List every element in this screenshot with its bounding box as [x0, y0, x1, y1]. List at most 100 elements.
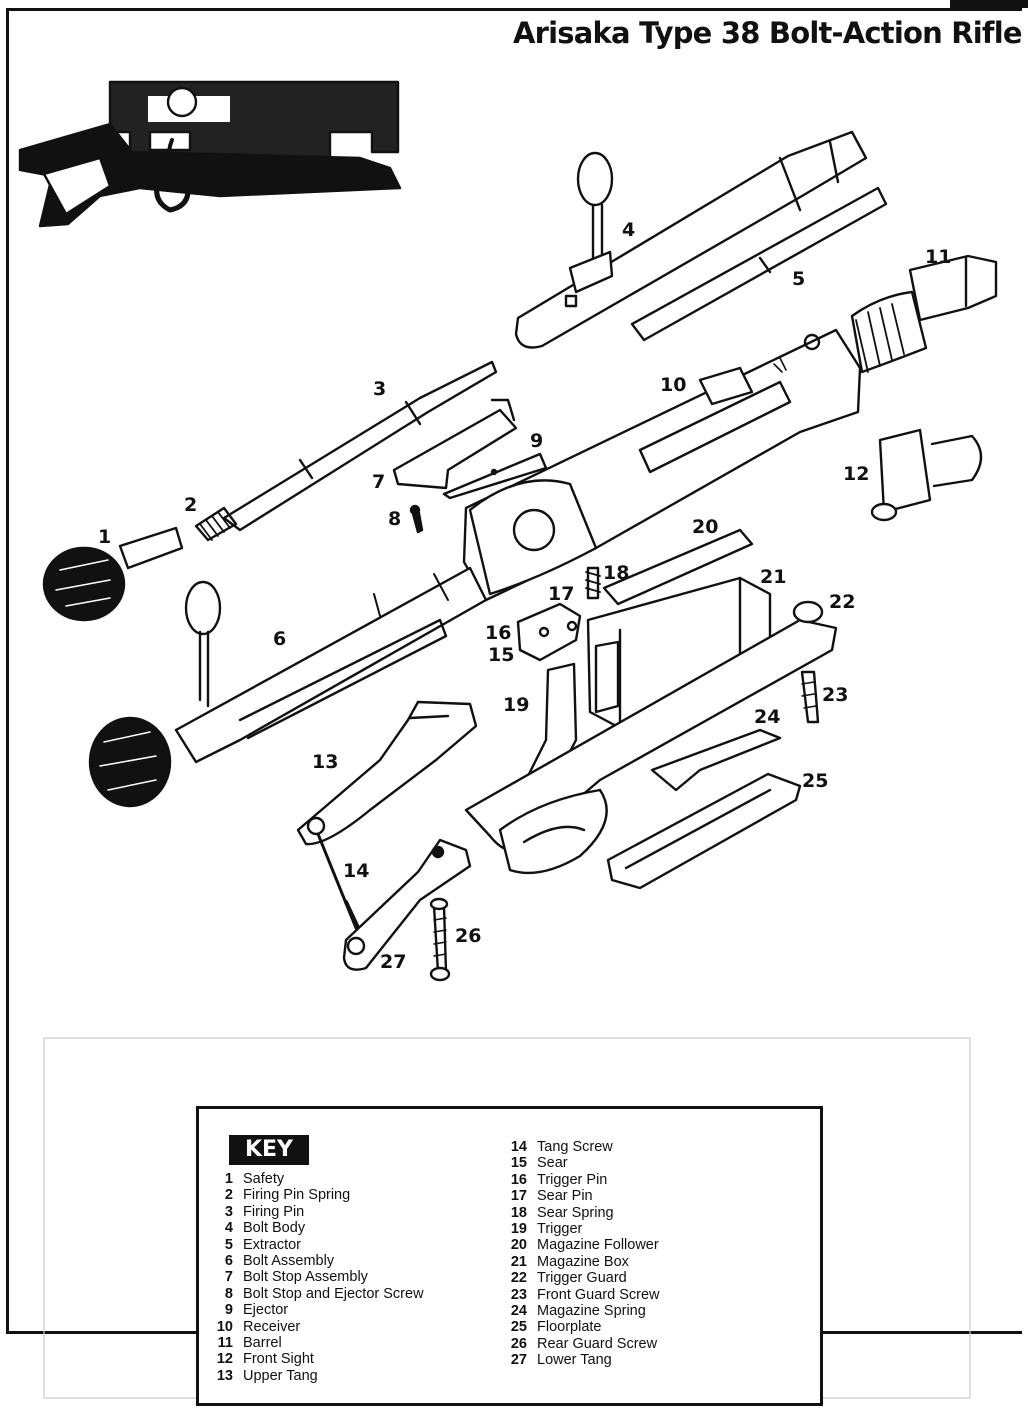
callout-tang-screw: 14: [343, 860, 370, 882]
part-safety: [42, 526, 184, 622]
part-bolt-assembly: [88, 566, 488, 808]
key-item: 5 Extractor: [211, 1237, 424, 1253]
key-item-label: Upper Tang: [243, 1367, 318, 1384]
key-item-number: 7: [224, 1269, 233, 1286]
part-floorplate: [606, 772, 802, 890]
callout-bolt-assembly: 6: [273, 628, 287, 650]
part-firing-pin: [222, 360, 498, 532]
callout-sear-spring: 18: [603, 562, 630, 584]
part-trigger-guard: [464, 600, 838, 875]
key-item-label: Trigger Pin: [537, 1171, 608, 1188]
part-barrel: [850, 254, 998, 374]
key-heading: KEY: [229, 1135, 309, 1165]
key-item-label: Sear Spring: [537, 1204, 614, 1221]
key-item-number: 11: [217, 1334, 233, 1351]
key-item-label: Bolt Stop and Ejector Screw: [243, 1285, 424, 1302]
key-item-number: 3: [224, 1203, 233, 1220]
key-item-number: 6: [224, 1252, 233, 1269]
key-item-label: Safety: [243, 1171, 285, 1187]
key-item-label: Extractor: [243, 1236, 302, 1253]
part-bolt-stop: [392, 398, 518, 490]
key-item-label: Firing Pin Spring: [243, 1187, 351, 1204]
key-item-label: Front Sight: [243, 1351, 314, 1368]
key-item-number: 13: [216, 1367, 233, 1384]
key-item: 23 Front Guard Screw: [505, 1287, 660, 1303]
part-sear-spring: [585, 566, 601, 600]
part-front-sight: [870, 428, 983, 522]
part-rear-guard-screw: [429, 897, 451, 982]
callout-lower-tang: 27: [380, 951, 407, 973]
key-item: 21 Magazine Box: [505, 1254, 660, 1270]
key-item-number: 2: [224, 1187, 233, 1204]
callout-trigger-pin: 16: [485, 622, 512, 644]
key-item-label: Barrel: [243, 1334, 282, 1351]
callout-bolt-body: 4: [622, 219, 636, 241]
callout-front-sight: 12: [843, 463, 870, 485]
key-item-number: 9: [224, 1302, 233, 1319]
key-item-label: Front Guard Screw: [537, 1286, 660, 1303]
part-upper-tang: [296, 700, 478, 846]
key-item-number: 23: [510, 1286, 527, 1303]
key-item-number: 27: [510, 1352, 527, 1369]
key-item-label: Magazine Box: [537, 1253, 629, 1270]
key-legend: KEY 1 Safety 2 Firing Pin Spring 3 Firing Pin…: [196, 1106, 823, 1406]
part-extractor: [630, 186, 888, 342]
callout-magazine-follower: 20: [692, 516, 719, 538]
callout-floorplate: 25: [802, 770, 829, 792]
callout-safety: 1: [98, 526, 112, 548]
key-item-label: Firing Pin: [243, 1203, 305, 1220]
key-item-number: 19: [510, 1220, 527, 1237]
key-item-number: 5: [224, 1236, 233, 1253]
callout-extractor: 5: [792, 268, 806, 290]
key-item-label: Trigger Guard: [537, 1270, 627, 1287]
callout-firing-pin-spring: 2: [184, 494, 198, 516]
part-firing-pin-spring: [194, 506, 238, 542]
callout-receiver: 10: [660, 374, 687, 396]
callout-magazine-spring: 24: [754, 706, 781, 728]
part-receiver: [462, 328, 862, 602]
key-item-label: Bolt Assembly: [243, 1252, 335, 1269]
part-front-guard-screw: [800, 670, 820, 724]
key-item-number: 24: [510, 1302, 527, 1319]
page-title: Arisaka Type 38 Bolt-Action Rifle: [513, 16, 1023, 50]
key-item-label: Sear: [537, 1155, 568, 1172]
key-item: 2 Firing Pin Spring: [211, 1187, 424, 1203]
callout-barrel: 11: [925, 246, 952, 268]
part-sear: [516, 602, 582, 662]
callout-screw: 8: [388, 508, 402, 530]
part-ejector: [442, 452, 548, 500]
key-item-number: 16: [510, 1171, 527, 1188]
part-tang-screw: [316, 832, 362, 934]
callout-sear: 15: [488, 644, 515, 666]
callout-front-guard-screw: 23: [822, 684, 849, 706]
part-magazine-spring: [650, 728, 782, 792]
part-bolt-stop-screw: [409, 504, 424, 534]
key-item-number: 1: [224, 1171, 233, 1187]
part-magazine-follower: [602, 528, 754, 606]
key-item-label: Rear Guard Screw: [537, 1335, 658, 1352]
key-item-number: 12: [216, 1351, 233, 1368]
key-item: 22 Trigger Guard: [505, 1270, 660, 1286]
key-item-number: 25: [510, 1319, 527, 1336]
key-item-number: 14: [510, 1139, 527, 1155]
key-item: 1 Safety: [211, 1171, 424, 1187]
key-item-number: 21: [510, 1253, 527, 1270]
callout-trigger: 19: [503, 694, 530, 716]
key-item-label: Bolt Body: [243, 1220, 306, 1237]
part-lower-tang: [342, 838, 472, 971]
callout-bolt-stop: 7: [372, 471, 386, 493]
key-item-label: Sear Pin: [537, 1188, 593, 1205]
key-item-number: 22: [510, 1270, 527, 1287]
key-item: 16 Trigger Pin: [505, 1172, 660, 1188]
key-item-label: Lower Tang: [537, 1352, 612, 1369]
